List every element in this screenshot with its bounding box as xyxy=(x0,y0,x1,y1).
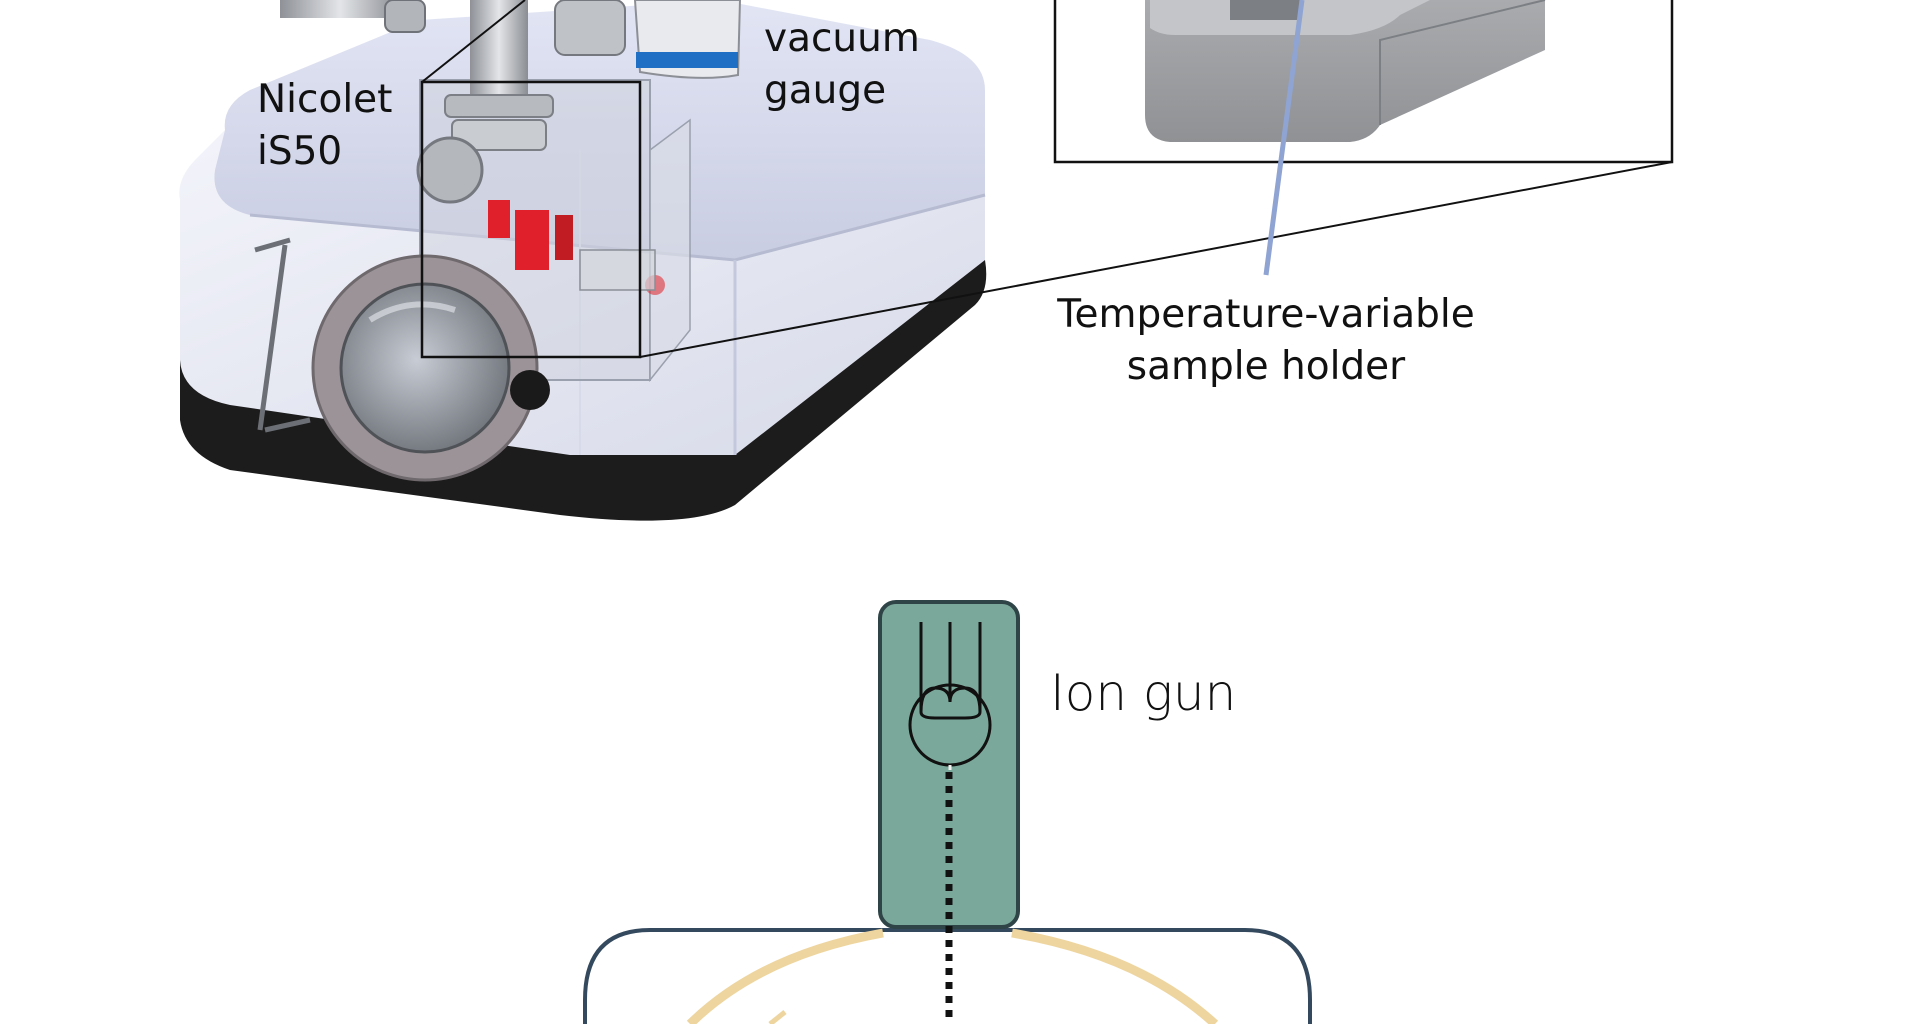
sample-holder-edge xyxy=(1379,0,1546,125)
nicolet-instrument xyxy=(179,0,1673,521)
vacuum-tube-flange xyxy=(444,94,554,118)
label-nicolet: Nicolet iS50 xyxy=(257,77,392,174)
label-ion-gun: Ion gun xyxy=(1050,664,1236,722)
red-sample-holder xyxy=(488,200,510,238)
label-ion-vacuum-gauge: Ion vacuum gauge xyxy=(764,0,920,113)
port-tube xyxy=(579,249,656,291)
compartment-side xyxy=(649,118,691,383)
gauge-connector xyxy=(554,0,626,56)
label-temperature-holder-line2: sample holder xyxy=(1127,344,1406,389)
vacuum-pipe-clamp xyxy=(384,0,426,33)
side-flange xyxy=(416,136,484,204)
beam-arc-right xyxy=(1011,928,1219,1024)
vacuum-tube-flange xyxy=(451,119,547,151)
label-temperature-holder: Temperature-variable sample holder xyxy=(1056,292,1474,389)
black-knob xyxy=(510,370,550,410)
filament-icon xyxy=(908,622,992,770)
inset-frame xyxy=(1053,0,1674,164)
zoom-line xyxy=(421,0,526,83)
schematic: Ion gun xyxy=(583,600,1312,1024)
sample-holder-slot xyxy=(1230,0,1300,20)
label-ion-vacuum-gauge-line2: vacuum xyxy=(764,16,920,61)
red-sample-holder xyxy=(555,215,573,260)
label-nicolet-line2: iS50 xyxy=(257,129,342,174)
label-nicolet-line1: Nicolet xyxy=(257,77,392,122)
beam-arc-left xyxy=(686,928,884,1024)
zoom-source-box xyxy=(420,80,642,359)
label-temperature-holder-line1: Temperature-variable xyxy=(1056,292,1474,337)
label-ion-vacuum-gauge-line1: Ion xyxy=(764,0,824,8)
sample-holder-block xyxy=(1145,0,1545,142)
window-reflection xyxy=(368,301,456,323)
gauge-blue-band xyxy=(636,52,738,68)
vacuum-tube xyxy=(470,0,528,100)
zoom-line xyxy=(639,161,1673,358)
support-rod xyxy=(254,237,311,433)
holder-pointer-line xyxy=(1263,0,1305,276)
red-sample-holder xyxy=(515,210,549,270)
beam-arc-inner xyxy=(768,1010,787,1024)
front-window xyxy=(339,282,511,454)
zoom-inset xyxy=(1053,0,1674,276)
vacuum-pipe xyxy=(280,0,400,18)
label-ion-vacuum-gauge-line3: gauge xyxy=(764,68,886,113)
